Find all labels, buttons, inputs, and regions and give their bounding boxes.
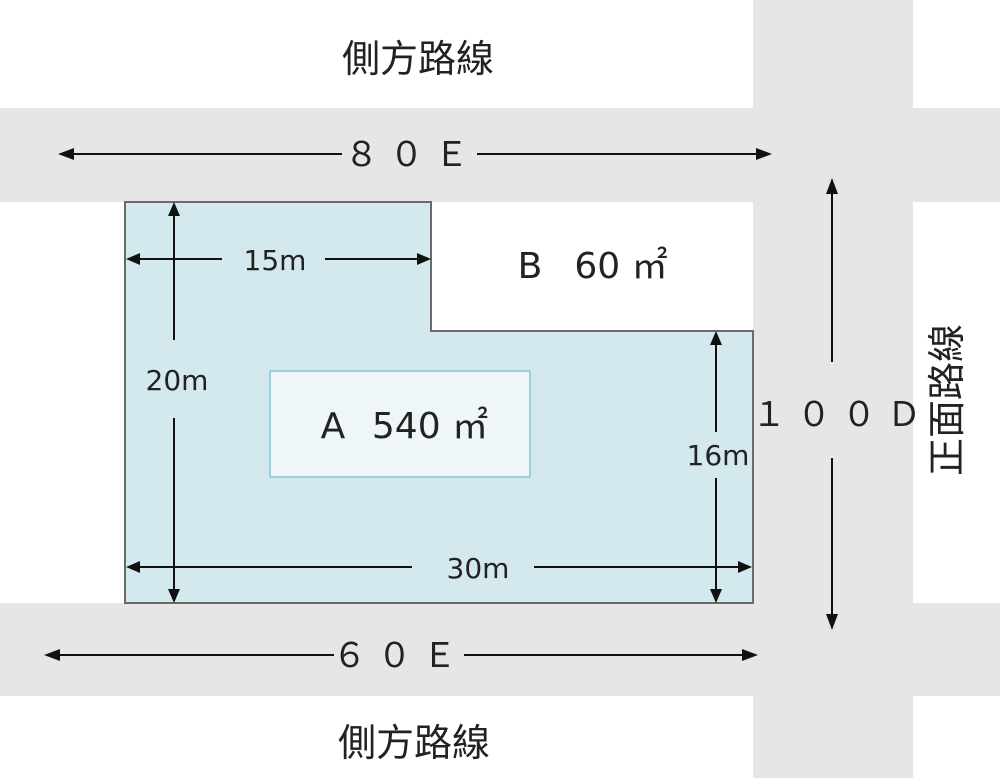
bottom-road-price: ６０Ｅ [333,636,468,676]
front-road-price: １００Ｄ [752,395,932,435]
front-road-arrow [826,178,838,630]
top-road-price: ８０Ｅ [345,135,480,175]
lot-a-letter: A [321,406,346,447]
dimension-20m [168,202,180,603]
lot-b-letter: B [518,246,543,287]
dimension-15m-label: 15m [244,244,307,277]
road-front [753,0,913,778]
bottom-road-arrow [44,649,758,661]
dimension-16m-label: 16m [687,439,750,472]
bottom-side-road-label: 側方路線 [338,721,490,765]
dimension-30m-label: 30m [447,552,510,585]
front-road-label: 正面路線 [925,324,969,476]
lot-b-area: 60 ㎡ [574,245,667,287]
top-road-arrow [58,148,772,160]
lot-a-area: 540 ㎡ [372,405,488,447]
dimension-20m-label: 20m [146,364,209,397]
lot-a-label-box [269,370,531,478]
top-side-road-label: 側方路線 [342,37,494,81]
dimension-16m [710,331,722,603]
dimension-30m [126,561,752,573]
dimension-15m [126,253,431,265]
